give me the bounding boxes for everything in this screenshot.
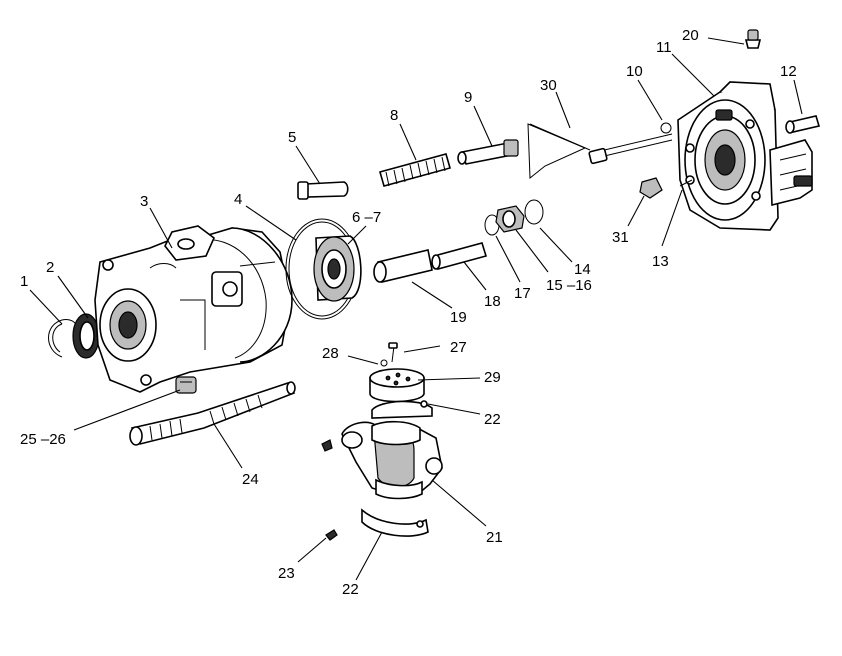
part-14-washer <box>524 199 544 225</box>
part-24-drive-shaft <box>129 381 296 446</box>
part-23-screw <box>325 529 338 541</box>
callout-12: 12 <box>780 63 797 80</box>
callout-19: 19 <box>450 309 467 326</box>
loose-screw <box>321 439 333 452</box>
callout-14: 14 <box>574 261 591 278</box>
callout-24: 24 <box>242 471 259 488</box>
callout-15-16: 15 –16 <box>546 277 592 294</box>
callout-31: 31 <box>612 229 629 246</box>
part-11-end-cover <box>677 81 813 231</box>
callout-labels: 1 2 3 4 5 6 –7 8 9 30 10 11 20 12 31 13 … <box>20 27 797 598</box>
callout-22-lower: 22 <box>342 581 359 598</box>
callout-8: 8 <box>390 107 398 124</box>
part-29-cap <box>369 368 425 403</box>
callout-18: 18 <box>484 293 501 310</box>
callout-20: 20 <box>682 27 699 44</box>
callout-9: 9 <box>464 89 472 106</box>
callout-25-26: 25 –26 <box>20 431 66 448</box>
callout-10: 10 <box>626 63 643 80</box>
part-19-sleeve <box>373 249 433 283</box>
callout-5: 5 <box>288 129 296 146</box>
leader-lines <box>29 37 803 581</box>
callout-28: 28 <box>322 345 339 362</box>
part-10-o-ring <box>660 122 672 134</box>
part-15-16-nut <box>495 205 525 233</box>
callout-21: 21 <box>486 529 503 546</box>
part-2-seal <box>72 313 100 359</box>
callout-27: 27 <box>450 339 467 356</box>
callout-6-7: 6 –7 <box>352 209 381 226</box>
part-5-bolt <box>297 181 349 200</box>
part-27-screw <box>388 342 398 363</box>
callout-30: 30 <box>540 77 557 94</box>
callout-3: 3 <box>140 193 148 210</box>
part-20-fitting <box>744 29 762 49</box>
part-25-26-plug <box>175 376 197 394</box>
callout-11: 11 <box>656 39 672 56</box>
callout-29: 29 <box>484 369 501 386</box>
part-6-7-bearing <box>313 235 362 302</box>
part-13-pin <box>679 179 693 187</box>
callout-22-upper: 22 <box>484 411 501 428</box>
part-9-spool <box>457 139 519 165</box>
part-12-bolt <box>785 115 821 134</box>
part-18-piston <box>431 242 488 270</box>
callout-17: 17 <box>514 285 531 302</box>
part-22-lower-shell <box>361 508 429 537</box>
callout-4: 4 <box>234 191 242 208</box>
part-8-spring <box>379 153 451 187</box>
callout-23: 23 <box>278 565 295 582</box>
part-3-pump-housing <box>94 225 293 393</box>
part-28-washer <box>380 359 388 367</box>
part-21-swashplate <box>341 420 443 500</box>
callout-1: 1 <box>20 273 28 290</box>
part-31-plug <box>639 177 663 199</box>
part-30-tube <box>527 123 673 180</box>
part-22-upper-shell <box>371 400 433 419</box>
callout-2: 2 <box>46 259 54 276</box>
callout-13: 13 <box>652 253 669 270</box>
